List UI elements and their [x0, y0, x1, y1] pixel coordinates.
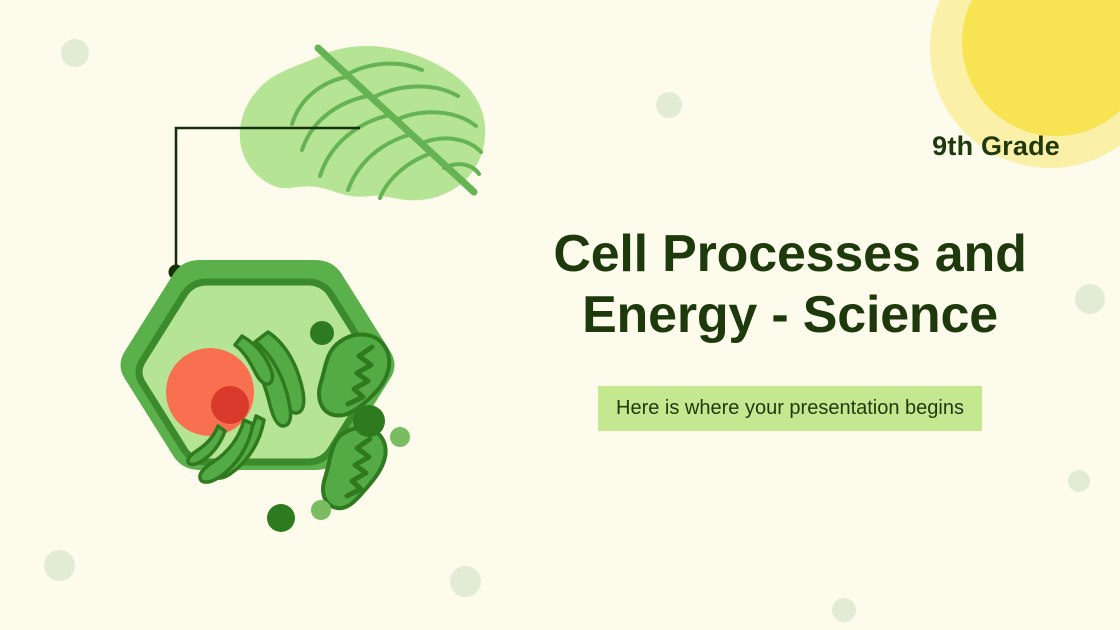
plant-cell-illustration: [60, 20, 500, 590]
title-line-2: Energy - Science: [582, 286, 998, 345]
subtitle-container: Here is where your presentation begins: [520, 386, 1060, 432]
decorative-dot: [832, 598, 856, 622]
vesicle: [390, 427, 410, 447]
leaf-icon: [239, 44, 486, 201]
mitochondrion: [321, 426, 388, 511]
mitochondrion: [317, 332, 392, 418]
decorative-dot: [1075, 284, 1105, 314]
title-line-1: Cell Processes and: [553, 225, 1027, 284]
nucleus: [166, 348, 254, 436]
vesicle: [267, 504, 295, 532]
vesicle: [311, 500, 331, 520]
subtitle-text: Here is where your presentation begins: [598, 386, 982, 432]
organelle-cluster-lower: [186, 414, 266, 484]
grade-label: 9th Grade: [932, 131, 1060, 161]
slide-text-block: 9th Grade Cell Processes and Energy - Sc…: [520, 130, 1060, 432]
page-title: Cell Processes and Energy - Science: [520, 224, 1060, 346]
decorative-dot: [656, 92, 682, 118]
sun-icon: [962, 0, 1120, 136]
cell-body: [120, 260, 410, 532]
organelle-cluster-upper: [233, 330, 306, 428]
vesicle: [353, 405, 385, 437]
decorative-dot: [1068, 470, 1090, 492]
vesicle: [310, 321, 334, 345]
